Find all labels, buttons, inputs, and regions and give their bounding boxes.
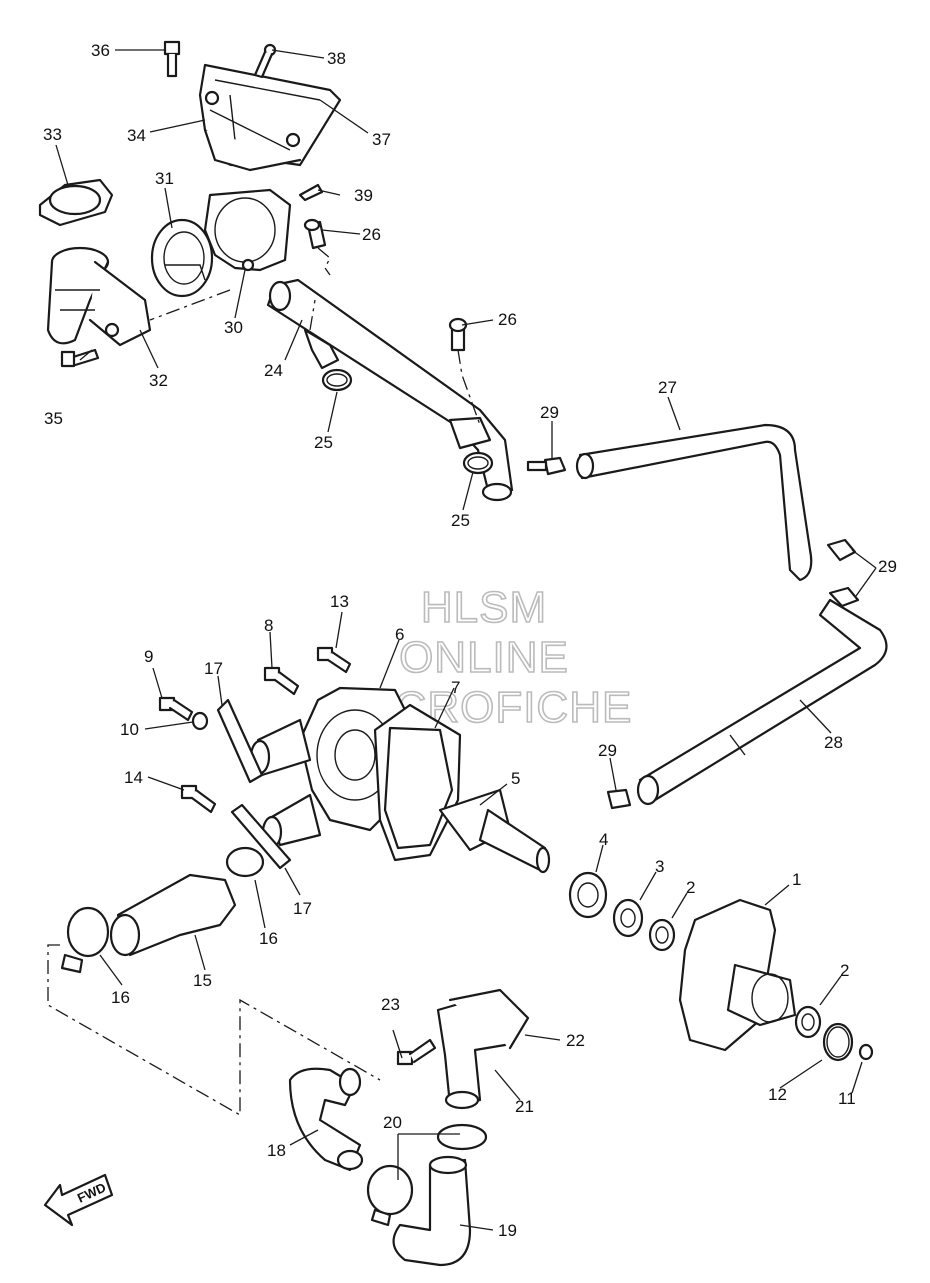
callout-19: 19 bbox=[498, 1221, 517, 1240]
callout-11: 11 bbox=[838, 1089, 856, 1108]
water-pump-body bbox=[158, 646, 462, 870]
callout-1: 1 bbox=[792, 870, 801, 889]
callout-23: 23 bbox=[381, 995, 400, 1014]
hose-15 bbox=[60, 846, 265, 974]
callout-18: 18 bbox=[267, 1141, 286, 1160]
callout-28: 28 bbox=[824, 733, 843, 752]
impeller-shaft bbox=[438, 788, 676, 952]
callout-29a: 29 bbox=[540, 403, 559, 422]
hose-19 bbox=[366, 1123, 488, 1267]
coolant-pipe bbox=[266, 278, 514, 502]
callout-29b: 29 bbox=[878, 557, 897, 576]
outlet-21 bbox=[396, 988, 530, 1110]
callout-12: 12 bbox=[768, 1085, 787, 1104]
callout-32: 32 bbox=[149, 371, 168, 390]
upper-hose bbox=[526, 423, 860, 608]
callout-24: 24 bbox=[264, 361, 283, 380]
callout-31: 31 bbox=[155, 169, 174, 188]
callout-2a: 2 bbox=[686, 878, 695, 897]
assembly-lines bbox=[47, 289, 381, 1117]
callout-26a: 26 bbox=[362, 225, 381, 244]
callout-35: 35 bbox=[44, 409, 63, 428]
fwd-arrow-icon: FWD bbox=[43, 1173, 114, 1227]
callout-labels: 1 2 2 3 4 5 6 7 8 9 10 11 12 13 14 15 16… bbox=[43, 41, 897, 1240]
callout-6: 6 bbox=[395, 625, 404, 644]
callout-27: 27 bbox=[658, 378, 677, 397]
callout-15: 15 bbox=[193, 971, 212, 990]
pump-cover bbox=[678, 898, 874, 1062]
watermark-line2: ONLINE bbox=[399, 633, 569, 682]
callout-5: 5 bbox=[511, 769, 520, 788]
callout-4: 4 bbox=[599, 830, 608, 849]
thermostat-housing bbox=[150, 183, 331, 298]
callout-26b: 26 bbox=[498, 310, 517, 329]
callout-17a: 17 bbox=[204, 659, 223, 678]
callout-13: 13 bbox=[330, 592, 349, 611]
callout-16b: 16 bbox=[111, 988, 130, 1007]
callout-3: 3 bbox=[655, 857, 664, 876]
callout-17b: 17 bbox=[293, 899, 312, 918]
callout-30: 30 bbox=[224, 318, 243, 337]
callout-33: 33 bbox=[43, 125, 62, 144]
callout-8: 8 bbox=[264, 616, 273, 635]
callout-39: 39 bbox=[354, 186, 373, 205]
callout-21: 21 bbox=[515, 1097, 534, 1116]
callout-20: 20 bbox=[383, 1113, 402, 1132]
callout-34: 34 bbox=[127, 126, 146, 145]
callout-9: 9 bbox=[144, 647, 153, 666]
callout-10: 10 bbox=[120, 720, 139, 739]
callout-36: 36 bbox=[91, 41, 110, 60]
callout-25a: 25 bbox=[314, 433, 333, 452]
callout-22: 22 bbox=[566, 1031, 585, 1050]
callout-25b: 25 bbox=[451, 511, 470, 530]
thermostat-outlet bbox=[38, 178, 152, 368]
callout-37: 37 bbox=[372, 130, 391, 149]
hose-18 bbox=[288, 1067, 364, 1172]
callout-38: 38 bbox=[327, 49, 346, 68]
watermark-line1: HLSM bbox=[421, 583, 547, 632]
callout-16a: 16 bbox=[259, 929, 278, 948]
callout-2b: 2 bbox=[840, 961, 849, 980]
callout-7: 7 bbox=[451, 678, 460, 697]
callout-14: 14 bbox=[124, 768, 143, 787]
lower-hose bbox=[606, 598, 888, 810]
bracket-assembly bbox=[163, 40, 342, 172]
leader-lines bbox=[55, 49, 877, 1231]
callout-29c: 29 bbox=[598, 741, 617, 760]
